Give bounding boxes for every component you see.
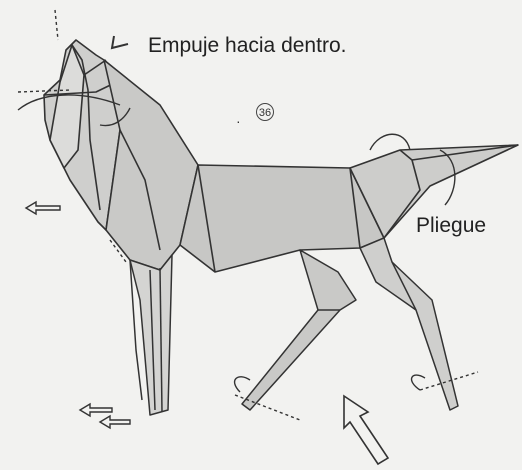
fold-arrow-icon bbox=[234, 376, 251, 393]
step-number: 36 bbox=[256, 103, 274, 121]
fox-hind-legs bbox=[241, 237, 459, 411]
fox-body bbox=[179, 164, 385, 273]
fold-label: Pliegue bbox=[416, 214, 487, 237]
fold-arrow-icon bbox=[369, 133, 411, 151]
fox-head bbox=[43, 39, 126, 231]
fold-arrow-icon bbox=[410, 374, 426, 391]
fold-arrows bbox=[17, 9, 479, 421]
fold-arrow-icon bbox=[439, 149, 456, 206]
left-motion-arrows bbox=[24, 200, 131, 430]
push-arrow-icon bbox=[343, 394, 390, 466]
push-arrow-icon bbox=[110, 35, 129, 50]
fox-tail bbox=[349, 144, 519, 239]
rotation-arrow-icon bbox=[17, 94, 121, 111]
push-inside-label: Empuje hacia dentro. bbox=[148, 34, 347, 57]
rotation-arrow-icon bbox=[99, 107, 131, 127]
fox-front-legs bbox=[129, 254, 173, 416]
step-dot: · bbox=[236, 113, 241, 129]
